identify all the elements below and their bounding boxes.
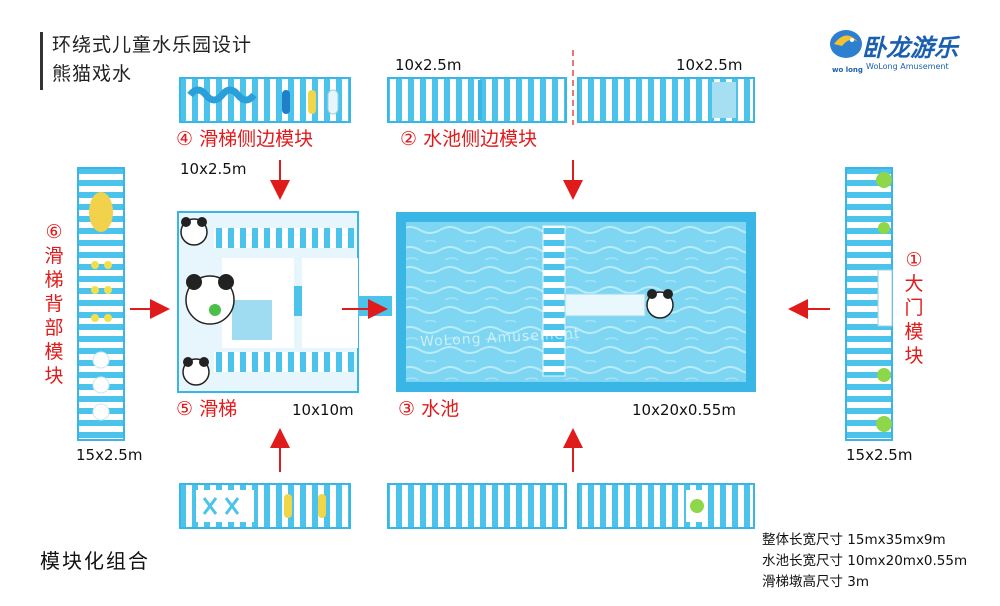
slide-back-dim: 15x2.5m [76,446,143,464]
pool-side-dim-right: 10x2.5m [676,56,743,74]
page-title: 环绕式儿童水乐园设计 熊猫戏水 [52,31,252,89]
spec-pool: 水池长宽尺寸 10mx20mx0.55m [762,553,968,569]
pool-side-dim-left: 10x2.5m [395,56,462,74]
slide-side-label: ④ 滑梯侧边模块 [176,128,314,150]
pool-dim: 10x20x0.55m [632,401,736,419]
slide-module [177,211,392,393]
title-line-1: 环绕式儿童水乐园设计 [52,34,253,56]
brand-logo: 卧龙游乐 WoLong Amusement wo long [826,22,966,78]
logo-name: 卧龙游乐 [862,34,958,62]
pool-side-module-bottom [387,483,755,529]
spec-list: 整体长宽尺寸 15mx35mx9m 水池长宽尺寸 10mx20mx0.55m 滑… [762,530,967,593]
pool-side-module-top [387,50,755,125]
spec-overall: 整体长宽尺寸 15mx35mx9m [762,532,946,548]
slide-dim: 10x10m [292,401,354,419]
panda-icon [646,289,674,319]
spec-slide-height: 滑梯墩高尺寸 3m [762,574,870,590]
slide-back-module [77,167,125,441]
arrows [130,160,830,472]
slide-side-module [179,77,351,123]
slide-side-dim: 10x2.5m [180,160,247,178]
slide-label: ⑤ 滑梯 [176,398,238,420]
dragon-logo-icon [830,30,862,58]
slide-side-module-bottom [179,483,351,529]
pool-label: ③ 水池 [398,398,460,420]
title-bar [40,32,43,90]
logo-left-text: wo long [832,66,863,74]
slide-back-label: ⑥ 滑 梯 背 部 模 块 [44,221,64,387]
gate-dim: 15x2.5m [846,446,913,464]
logo-subtitle: WoLong Amusement [866,62,949,71]
gate-module [845,167,893,441]
gate-label: ① 大 门 模 块 [904,249,924,367]
panda-icon [180,217,235,386]
modular-combination-title: 模块化组合 [40,549,150,573]
pool-side-label: ② 水池侧边模块 [400,128,538,150]
title-line-2: 熊猫戏水 [52,63,133,85]
pool-module [396,212,756,392]
